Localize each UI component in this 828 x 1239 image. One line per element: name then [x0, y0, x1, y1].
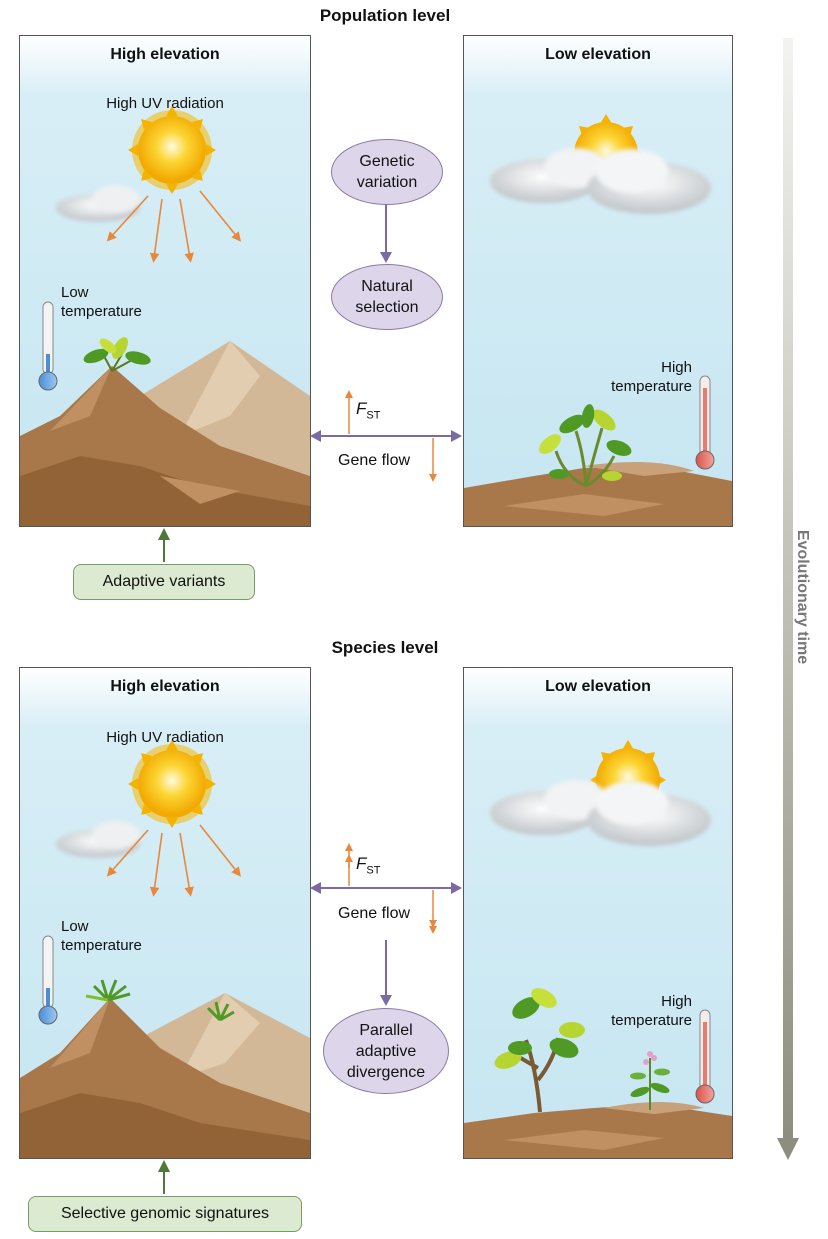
- genetic-variation-node: Genetic variation: [331, 139, 443, 205]
- fst-label: FST: [356, 399, 380, 421]
- evolutionary-time-label-wrap: Evolutionary time: [790, 520, 814, 680]
- high-elevation-scene: [20, 106, 310, 526]
- genomic-signatures-arrow: [158, 1160, 170, 1194]
- panel-title: Low elevation: [545, 678, 651, 695]
- low-temperature-label-line1: Low: [61, 284, 89, 301]
- fst-label-sub: ST: [366, 864, 381, 877]
- cloud-icon: [56, 821, 140, 858]
- plant-icon: [83, 337, 151, 372]
- node-text-line2: variation: [356, 174, 418, 191]
- selective-genomic-signatures-box: Selective genomic signatures: [28, 1196, 302, 1232]
- thermometer-hot-icon: [695, 375, 715, 470]
- adaptive-variants-arrow: [158, 528, 170, 562]
- alpine-plant-icon: [206, 1001, 235, 1022]
- low-elevation-scene: [464, 740, 732, 1158]
- high-temperature-label-line1: High: [661, 359, 692, 376]
- sun-icon: [128, 740, 216, 828]
- plant-icon: [539, 404, 632, 488]
- panel-title: Low elevation: [545, 46, 651, 63]
- uv-radiation-label: High UV radiation: [106, 729, 224, 746]
- uv-rays: [106, 190, 242, 263]
- alpine-plant-icon: [85, 979, 131, 1002]
- node-text-line1: Natural: [361, 278, 413, 295]
- herb-plant-icon: [630, 1051, 670, 1110]
- node-text-line2: selection: [355, 299, 419, 316]
- population-high-elevation-panel: High elevation High UV radiation: [19, 35, 311, 527]
- evolutionary-time-label: Evolutionary time: [794, 529, 811, 665]
- population-low-elevation-panel: Low elevation: [463, 35, 733, 527]
- mountains: [20, 341, 310, 526]
- parallel-adaptive-divergence-node: Parallel adaptive divergence: [323, 1008, 449, 1094]
- gene-flow-down-arrow: [429, 438, 437, 482]
- thermometer-cold-icon: [38, 935, 58, 1025]
- fst-up-arrow: [345, 843, 353, 886]
- high-temperature-label-line2: temperature: [611, 1012, 692, 1029]
- node-text-line2: adaptive: [355, 1042, 417, 1060]
- fst-up-arrow: [345, 390, 353, 434]
- low-temperature-label-line2: temperature: [61, 937, 142, 954]
- mountains: [20, 993, 310, 1158]
- panel-title: High elevation: [110, 678, 220, 695]
- fst-label-sub: ST: [366, 409, 381, 422]
- gene-flow-double-arrow: [310, 430, 462, 442]
- high-temperature-label-line1: High: [661, 993, 692, 1010]
- low-temperature-label-line1: Low: [61, 918, 89, 935]
- uv-radiation-label: High UV radiation: [106, 95, 224, 112]
- gene-flow-label: Gene flow: [338, 452, 411, 469]
- high-elevation-scene: [20, 740, 310, 1158]
- node-text-line3: divergence: [346, 1063, 426, 1081]
- variation-to-selection-arrow: [380, 204, 392, 263]
- thermometer-cold-icon: [38, 301, 58, 391]
- sun-icon: [128, 106, 216, 194]
- thermometer-hot-icon: [695, 1009, 715, 1104]
- high-temperature-label-line2: temperature: [611, 378, 692, 395]
- adaptive-variants-box: Adaptive variants: [73, 564, 255, 600]
- low-temperature-label-line2: temperature: [61, 303, 142, 320]
- cloud-icon: [56, 185, 140, 222]
- node-text-line1: Genetic: [359, 153, 415, 170]
- species-section-title: Species level: [331, 638, 439, 657]
- cloud-icon: [490, 148, 711, 214]
- cloud-icon: [490, 780, 711, 846]
- gene-flow-double-arrow: [310, 882, 462, 894]
- fst-label-main: F: [356, 399, 367, 418]
- lowland-ground: [464, 1102, 732, 1158]
- node-text-line1: Parallel: [359, 1021, 413, 1039]
- gene-flow-down-arrow: [429, 890, 437, 934]
- fst-label-main: F: [356, 854, 367, 873]
- flow-to-divergence-arrow: [380, 940, 392, 1006]
- low-elevation-scene: [464, 114, 732, 526]
- tree-icon: [494, 988, 585, 1113]
- uv-rays: [106, 824, 241, 897]
- gene-flow-label: Gene flow: [338, 905, 411, 922]
- fst-label: FST: [356, 854, 380, 876]
- natural-selection-node: Natural selection: [331, 264, 443, 330]
- species-high-elevation-panel: High elevation High UV radiation: [19, 667, 311, 1159]
- species-low-elevation-panel: Low elevation: [463, 667, 733, 1159]
- population-section-title: Population level: [319, 6, 451, 25]
- lowland-ground: [464, 462, 732, 526]
- panel-title: High elevation: [110, 46, 220, 63]
